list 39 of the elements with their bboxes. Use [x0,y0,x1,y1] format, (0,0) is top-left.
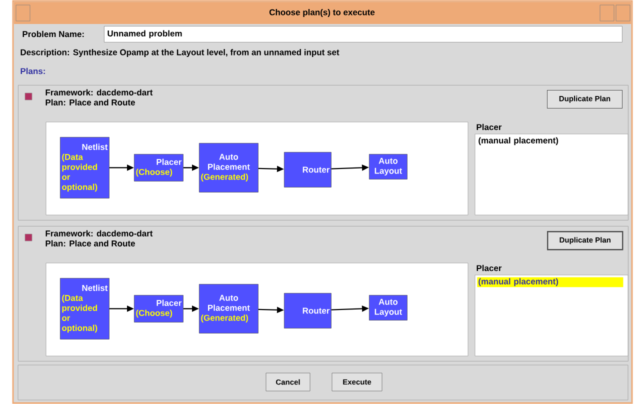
input-field: Unnamed problem [104,26,622,42]
box-title: Netlist [82,284,108,291]
plan-label: Plan: Place and Route [46,240,135,246]
box-title: Router [302,308,330,314]
process-box [369,154,408,180]
box-title: Router [302,166,330,173]
process-box [60,278,110,340]
field-label: Problem Name: [22,30,84,38]
box-title: Placer [156,158,182,165]
list-heading: Placer [476,264,502,272]
box-title: Auto Layout [374,158,402,176]
framework-label: Framework: dacdemo-dart [46,89,153,96]
list-heading: Placer [476,124,502,130]
title-bar: Choose plan(s) to execute [14,2,631,24]
process-box [284,152,332,188]
process-box [134,295,184,322]
box-subtitle: (Generated) [201,314,248,322]
box-title: Placer [156,300,182,306]
box-title: Auto Placement [208,294,250,311]
box-subtitle: (Data provided or optional) [62,294,98,333]
process-box [60,137,110,198]
process-box [134,154,184,182]
box-subtitle: (Data provided or optional) [62,154,98,192]
section-heading: Plans: [20,68,45,74]
process-box [199,284,258,334]
description-text: Description: Synthesize Opamp at the Layout level, from an unnamed input set [20,49,340,57]
list-item: (manual placement) [477,277,624,288]
box-title: Auto Placement [208,154,250,170]
box-subtitle: (Generated) [201,174,248,182]
process-box [284,293,332,328]
box-subtitle: (Choose) [136,310,172,318]
process-box [369,295,408,320]
framework-label: Framework: dacdemo-dart [46,230,153,236]
box-subtitle: (Choose) [136,168,172,177]
box-title: Netlist [82,144,108,150]
process-box [199,143,258,192]
box-title: Auto Layout [374,298,402,316]
plan-label: Plan: Place and Route [46,99,135,106]
list-item: (manual placement) [478,137,558,146]
